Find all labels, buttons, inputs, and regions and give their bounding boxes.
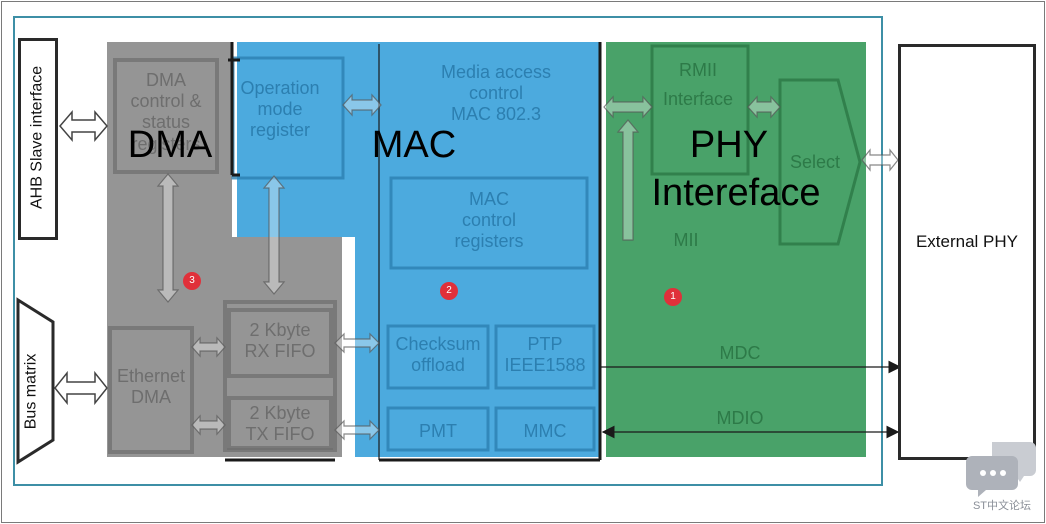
ptp-ieee1588-label: PTP IEEE1588 xyxy=(504,334,586,376)
dma-region-label: DMA xyxy=(127,124,213,166)
bus-matrix-to-dma-arrow xyxy=(54,370,108,406)
rx-fifo-label: 2 Kbyte RX FIFO xyxy=(244,320,316,362)
mdio-label: MDIO xyxy=(716,408,764,428)
mdc-label: MDC xyxy=(719,343,761,363)
tx-fifo-label: 2 Kbyte TX FIFO xyxy=(245,403,315,445)
pmt-label: PMT xyxy=(419,421,457,441)
watermark-text: ST中文论坛 xyxy=(972,500,1032,512)
operation-mode-register-label: Operation mode register xyxy=(240,78,320,141)
phy-region xyxy=(606,42,866,457)
marker-1: 1 xyxy=(664,288,682,306)
mii-label: MII xyxy=(673,230,699,250)
marker-2: 2 xyxy=(440,282,458,300)
mac-control-registers-label: MAC control registers xyxy=(454,189,524,252)
external-phy-label: External PHY xyxy=(915,232,1019,251)
media-access-control-label: Media access control MAC 802.3 xyxy=(440,62,552,125)
dma-region xyxy=(107,42,342,457)
mac-region-label: MAC xyxy=(371,124,457,166)
ethernet-dma-label: Ethernet DMA xyxy=(116,366,186,408)
dma-control-status-label: DMA control & status registers xyxy=(130,70,202,154)
ahb-slave-interface-block xyxy=(18,38,58,240)
rmii-interface-label: RMII Interface xyxy=(662,60,734,109)
phy-region-label-line1: PHY xyxy=(689,124,769,166)
mmc-label: MMC xyxy=(523,421,567,441)
marker-3: 3 xyxy=(183,272,201,290)
external-phy-block xyxy=(898,44,1036,460)
phy-region-label-line2: Intereface xyxy=(651,172,821,214)
checksum-offload-label: Checksum offload xyxy=(395,334,481,376)
select-label: Select xyxy=(789,152,841,172)
mac-region xyxy=(237,42,600,457)
ahb-to-dma-arrow xyxy=(59,109,108,143)
